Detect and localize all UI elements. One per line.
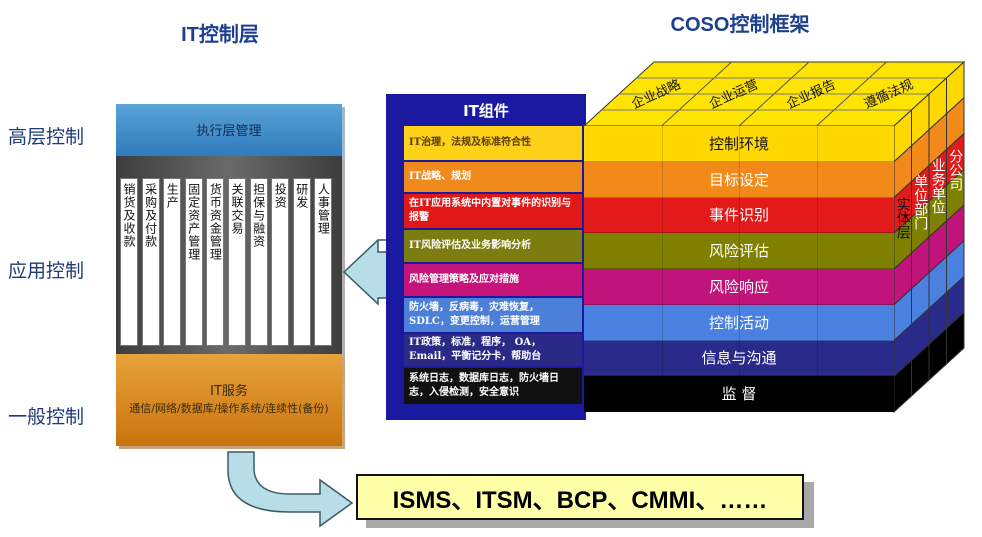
it-service-title: IT服务 bbox=[210, 384, 248, 399]
coso-cube-row: 控制活动 bbox=[584, 304, 894, 341]
application-column: 研发 bbox=[292, 178, 311, 346]
it-component-row: IT治理，法规及标准符合性 bbox=[404, 126, 582, 160]
cube-front-divider bbox=[739, 126, 740, 412]
application-column-label: 人事管理 bbox=[316, 183, 331, 235]
application-column-label: 担保与融资 bbox=[251, 183, 266, 248]
application-column: 担保与融资 bbox=[249, 178, 268, 346]
coso-cube-row: 风险响应 bbox=[584, 269, 894, 305]
coso-cube-row: 控制环境 bbox=[584, 126, 894, 162]
it-component-row: 防火墙，反病毒，灾难恢复，SDLC，变更控制，运营管理 bbox=[404, 298, 582, 332]
it-component-row: IT战略、规划 bbox=[404, 162, 582, 192]
left-arrow-icon bbox=[342, 239, 389, 306]
cube-side-label: 分公司 bbox=[947, 149, 963, 191]
application-column-label: 研发 bbox=[294, 183, 309, 209]
cube-side-label: 业务单位 bbox=[930, 158, 946, 214]
application-column: 人事管理 bbox=[314, 178, 333, 346]
it-components-title: IT组件 bbox=[463, 102, 509, 120]
application-column-label: 生产 bbox=[165, 183, 180, 209]
cube-front-divider bbox=[661, 126, 663, 412]
application-column-label: 货币资金管理 bbox=[208, 183, 223, 261]
executive-block bbox=[116, 104, 342, 156]
it-component-row: IT政策，标准，程序， OA，Email，平衡记分卡，帮助台 bbox=[404, 334, 582, 366]
cube-side-label: 实体层 bbox=[895, 197, 911, 239]
it-component-row: 在IT应用系统中内置对事件的识别与报警 bbox=[404, 194, 582, 228]
coso-cube-row: 信息与沟通 bbox=[584, 340, 894, 377]
it-component-row: 系统日志，数据库日志，防火墙日志，入侵检测，安全意识 bbox=[404, 368, 582, 404]
level-general-control: 一般控制 bbox=[8, 406, 85, 428]
application-column-label: 投资 bbox=[273, 183, 288, 209]
level-high-control: 高层控制 bbox=[8, 126, 85, 148]
application-column: 货币资金管理 bbox=[206, 178, 225, 346]
coso-cube-row: 监 督 bbox=[584, 376, 894, 412]
application-column: 投资 bbox=[271, 178, 290, 346]
coso-title: COSO控制框架 bbox=[670, 14, 810, 36]
application-column-label: 固定资产管理 bbox=[186, 183, 201, 261]
it-service-block bbox=[116, 354, 342, 446]
application-column: 销货及收款 bbox=[120, 178, 138, 346]
result-box: ISMS、ITSM、BCP、CMMI、…… bbox=[356, 474, 804, 520]
executive-label: 执行层管理 bbox=[196, 124, 262, 139]
coso-cube-row: 风险评估 bbox=[584, 233, 894, 269]
coso-cube-row: 目标设定 bbox=[584, 161, 894, 198]
it-component-row: 风险管理策略及应对措施 bbox=[404, 264, 582, 296]
cube-side-label: 单位部门 bbox=[912, 174, 928, 231]
it-component-row: IT风险评估及业务影响分析 bbox=[404, 230, 582, 262]
cube-front-divider bbox=[816, 126, 818, 412]
application-column: 采购及付款 bbox=[141, 178, 160, 346]
it-layer-title: IT控制层 bbox=[181, 24, 259, 46]
coso-cube-row: 事件识别 bbox=[584, 197, 894, 234]
application-column-label: 采购及付款 bbox=[143, 183, 158, 248]
application-column: 固定资产管理 bbox=[184, 178, 203, 346]
it-service-items: 通信/网络/数据库/操作系统/连续性(备份) bbox=[129, 402, 329, 415]
application-column: 关联交易 bbox=[228, 178, 246, 346]
level-application-control: 应用控制 bbox=[8, 260, 85, 282]
application-column: 生产 bbox=[163, 178, 182, 346]
application-column-label: 关联交易 bbox=[230, 183, 244, 235]
curved-arrow-icon bbox=[227, 451, 354, 528]
application-column-label: 销货及收款 bbox=[122, 183, 136, 248]
